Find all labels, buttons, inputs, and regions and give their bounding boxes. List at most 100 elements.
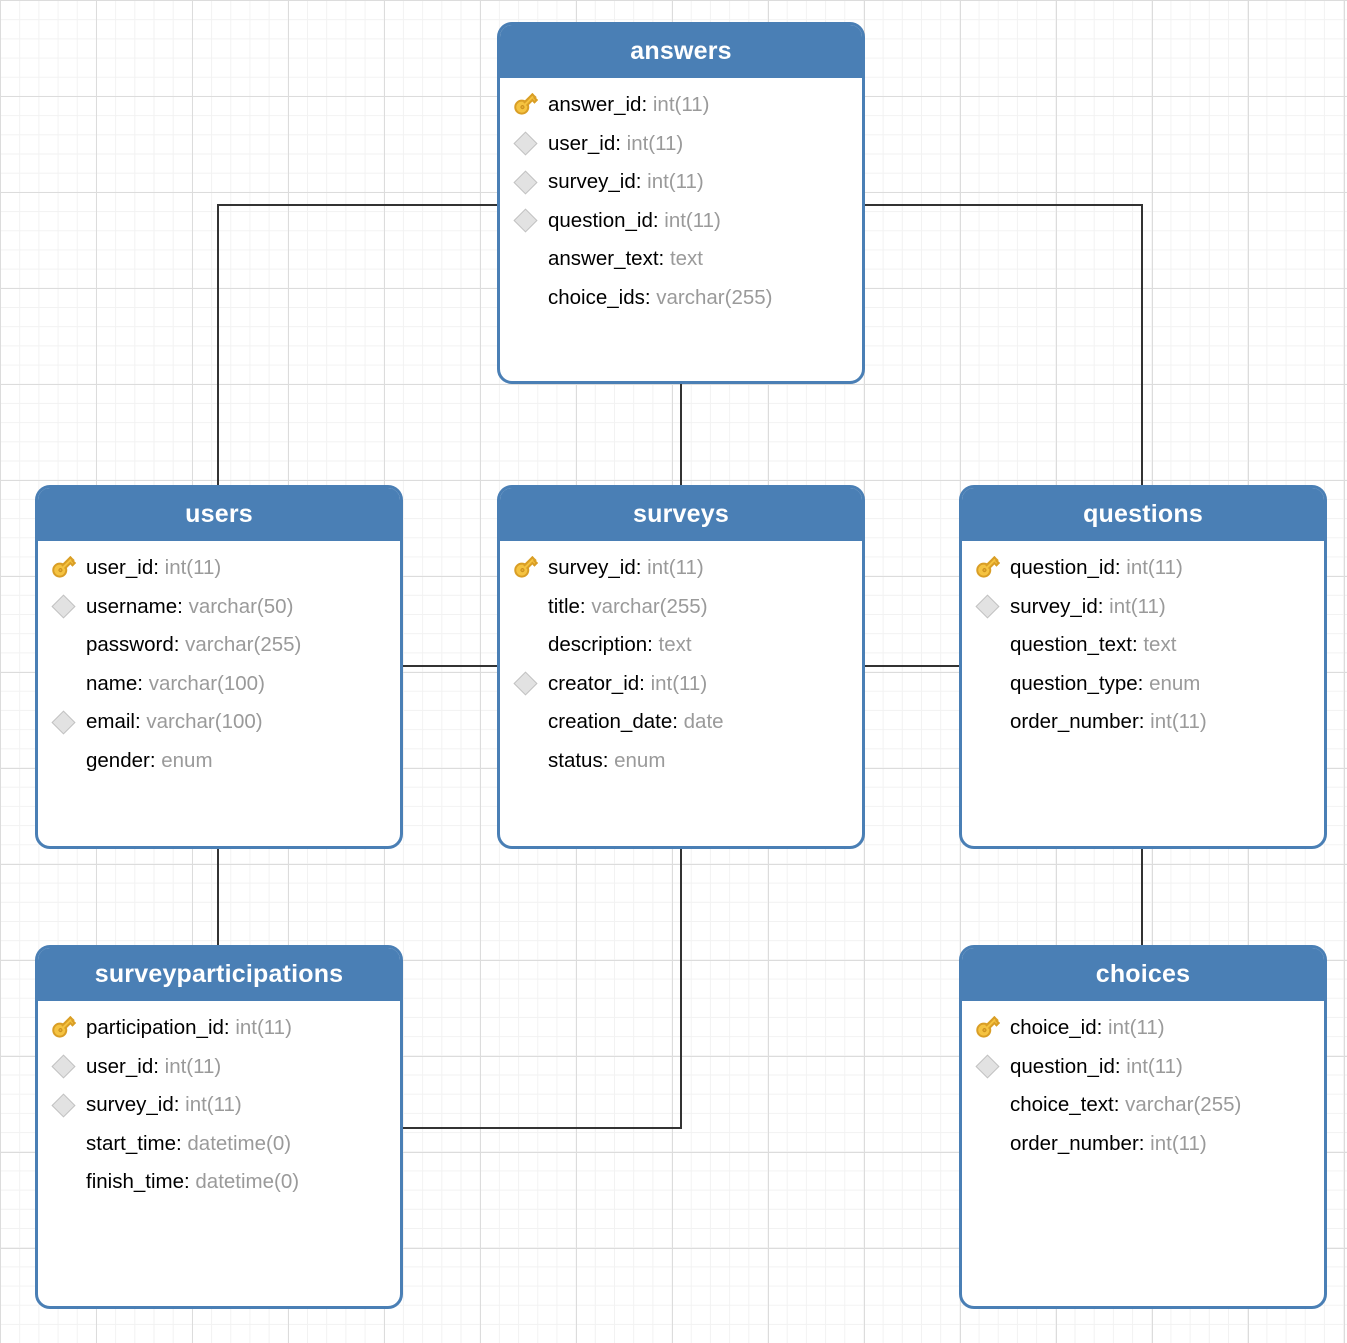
relationship-line-surveys-participations — [403, 849, 682, 1129]
field-row[interactable]: password: varchar(255) — [38, 626, 400, 665]
field-row[interactable]: username: varchar(50) — [38, 588, 400, 627]
diamond-icon — [51, 1054, 86, 1080]
field-label: creator_id: int(11) — [548, 671, 708, 695]
entity-title-surveys: surveys — [500, 488, 862, 541]
field-name: choice_text — [1010, 1093, 1114, 1116]
field-row[interactable]: creator_id: int(11) — [500, 665, 862, 704]
field-name: username — [86, 594, 178, 618]
field-row[interactable]: question_id: int(11) — [962, 549, 1324, 588]
field-row[interactable]: order_number: int(11) — [962, 703, 1324, 742]
field-name: question_id — [548, 208, 653, 232]
field-label: gender: enum — [86, 748, 213, 772]
entity-title-users: users — [38, 488, 400, 541]
field-label: choice_text: varchar(255) — [1010, 1093, 1242, 1116]
field-label: participation_id: int(11) — [86, 1016, 292, 1039]
field-row[interactable]: title: varchar(255) — [500, 588, 862, 627]
no-icon-spacer — [52, 748, 86, 774]
field-row[interactable]: order_number: int(11) — [962, 1125, 1324, 1164]
field-row[interactable]: user_id: int(11) — [38, 549, 400, 588]
field-row[interactable]: creation_date: date — [500, 703, 862, 742]
key-icon — [973, 1015, 1010, 1041]
field-row[interactable]: user_id: int(11) — [500, 125, 862, 164]
field-row[interactable]: survey_id: int(11) — [962, 588, 1324, 627]
field-row[interactable]: finish_time: datetime(0) — [38, 1163, 400, 1202]
field-row[interactable]: choice_ids: varchar(255) — [500, 279, 862, 318]
entity-fields-answers: answer_id: int(11) user_id: int(11) survey… — [500, 78, 862, 323]
field-type: datetime(0) — [195, 1170, 300, 1193]
field-name: answer_id — [548, 93, 642, 116]
field-label: survey_id: int(11) — [1010, 594, 1166, 618]
field-type: int(11) — [164, 1054, 222, 1078]
no-icon-spacer — [514, 748, 548, 774]
field-row[interactable]: question_id: int(11) — [962, 1048, 1324, 1087]
field-name: status — [548, 748, 603, 772]
field-name: question_text — [1010, 633, 1132, 656]
field-type: int(11) — [647, 170, 704, 193]
field-row[interactable]: survey_id: int(11) — [500, 549, 862, 588]
field-name: choice_id — [1010, 1016, 1097, 1039]
field-label: question_text: text — [1010, 633, 1177, 656]
entity-title-surveyparticipations: surveyparticipations — [38, 948, 400, 1001]
field-type: varchar(100) — [146, 710, 263, 733]
field-row[interactable]: description: text — [500, 626, 862, 665]
diamond-icon — [975, 1054, 1010, 1080]
field-row[interactable]: user_id: int(11) — [38, 1048, 400, 1087]
diamond-icon — [513, 131, 548, 157]
field-type: int(11) — [164, 556, 222, 579]
field-row[interactable]: gender: enum — [38, 742, 400, 781]
diamond-icon — [51, 709, 86, 735]
field-type: int(11) — [664, 208, 721, 232]
key-icon — [511, 92, 548, 118]
field-name: user_id — [86, 556, 154, 579]
entity-table-users[interactable]: users user_id: int(11)username: varchar(5… — [35, 485, 403, 849]
field-row[interactable]: survey_id: int(11) — [38, 1086, 400, 1125]
field-name: user_id — [86, 1054, 154, 1078]
diamond-icon — [513, 208, 548, 234]
field-name: email — [86, 710, 135, 733]
field-name: survey_id — [86, 1093, 174, 1116]
field-row[interactable]: choice_id: int(11) — [962, 1009, 1324, 1048]
entity-fields-surveys: survey_id: int(11)title: varchar(255)des… — [500, 541, 862, 786]
field-row[interactable]: survey_id: int(11) — [500, 163, 862, 202]
relationship-line-answers-users — [217, 204, 497, 485]
field-row[interactable]: answer_text: text — [500, 240, 862, 279]
no-icon-spacer — [52, 1169, 86, 1195]
key-icon — [49, 1015, 86, 1041]
entity-fields-surveyparticipations: participation_id: int(11) user_id: int(11… — [38, 1001, 400, 1208]
field-type: int(11) — [652, 93, 710, 116]
field-name: question_id — [1010, 1054, 1115, 1078]
no-icon-spacer — [514, 285, 548, 311]
field-label: user_id: int(11) — [548, 131, 684, 155]
field-name: participation_id — [86, 1016, 224, 1039]
field-name: password — [86, 633, 174, 656]
field-row[interactable]: choice_text: varchar(255) — [962, 1086, 1324, 1125]
field-label: question_type: enum — [1010, 671, 1201, 695]
field-row[interactable]: participation_id: int(11) — [38, 1009, 400, 1048]
no-icon-spacer — [52, 632, 86, 658]
field-row[interactable]: email: varchar(100) — [38, 703, 400, 742]
field-label: password: varchar(255) — [86, 633, 302, 656]
field-row[interactable]: answer_id: int(11) — [500, 86, 862, 125]
field-type: int(11) — [1126, 1054, 1183, 1078]
field-type: int(11) — [1126, 556, 1183, 579]
field-row[interactable]: name: varchar(100) — [38, 665, 400, 704]
field-name: creator_id — [548, 671, 640, 695]
field-row[interactable]: question_text: text — [962, 626, 1324, 665]
field-label: question_id: int(11) — [548, 208, 721, 232]
no-icon-spacer — [514, 246, 548, 272]
field-label: creation_date: date — [548, 710, 724, 733]
field-label: answer_text: text — [548, 247, 703, 270]
field-row[interactable]: start_time: datetime(0) — [38, 1125, 400, 1164]
field-row[interactable]: question_id: int(11) — [500, 202, 862, 241]
field-type: int(11) — [626, 131, 684, 155]
field-row[interactable]: question_type: enum — [962, 665, 1324, 704]
field-type: varchar(100) — [148, 671, 265, 695]
field-name: name — [86, 671, 138, 695]
field-row[interactable]: status: enum — [500, 742, 862, 781]
